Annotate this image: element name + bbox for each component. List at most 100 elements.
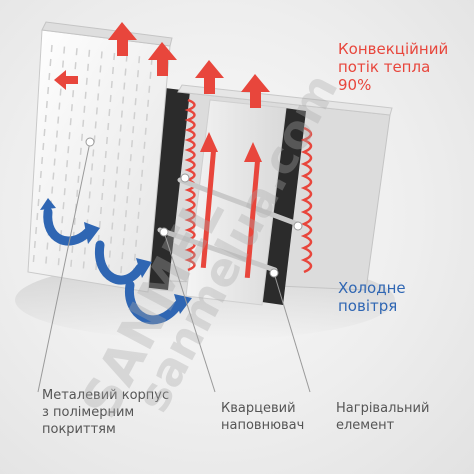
slot xyxy=(129,154,132,162)
slot xyxy=(122,96,125,104)
slot xyxy=(83,247,86,255)
slot xyxy=(76,189,79,197)
slot xyxy=(124,210,128,218)
slot xyxy=(86,63,90,71)
slot xyxy=(68,132,71,140)
slot xyxy=(135,84,138,92)
slot xyxy=(138,197,141,205)
slot xyxy=(92,149,95,157)
slot xyxy=(149,71,152,79)
slot xyxy=(70,259,73,267)
slot xyxy=(100,51,103,59)
slot xyxy=(35,226,38,235)
slot xyxy=(104,150,107,159)
slot xyxy=(82,261,85,269)
slot xyxy=(58,102,61,110)
slot xyxy=(67,146,70,154)
ventilation-slots xyxy=(32,44,153,275)
slot xyxy=(71,245,74,253)
leader-dots xyxy=(85,137,303,278)
slot xyxy=(45,256,48,264)
slot xyxy=(113,52,116,61)
slot xyxy=(61,216,64,224)
slot xyxy=(59,88,62,96)
slot xyxy=(130,140,134,148)
slot xyxy=(91,163,94,171)
slot xyxy=(57,258,60,266)
slot xyxy=(105,136,109,145)
slot xyxy=(126,196,129,204)
slot xyxy=(98,220,101,229)
slot xyxy=(136,225,139,233)
slot xyxy=(120,110,123,118)
slot xyxy=(102,178,105,187)
heating-element-panel xyxy=(262,108,313,305)
slot xyxy=(122,238,125,246)
slot xyxy=(121,252,124,260)
leader-lines xyxy=(37,141,311,393)
slot xyxy=(84,91,87,99)
slot xyxy=(78,161,81,169)
slot xyxy=(87,205,90,213)
slot xyxy=(138,56,141,64)
slot xyxy=(83,105,86,113)
slot xyxy=(39,170,42,179)
slot xyxy=(57,116,60,124)
slot xyxy=(88,191,91,199)
slot xyxy=(66,160,69,168)
slot xyxy=(42,142,45,151)
slot xyxy=(52,172,55,180)
slot xyxy=(108,250,111,258)
slot xyxy=(141,169,144,177)
slot xyxy=(137,211,140,219)
slot xyxy=(69,118,72,126)
slot xyxy=(143,141,146,149)
slot xyxy=(113,194,116,202)
slot xyxy=(58,244,61,252)
slot xyxy=(77,175,80,183)
slot xyxy=(73,217,76,225)
slot xyxy=(136,70,140,78)
slot xyxy=(135,239,138,247)
convection-arrow xyxy=(241,74,270,108)
slot xyxy=(49,58,52,67)
slot xyxy=(46,242,49,250)
slot xyxy=(41,156,44,165)
slot xyxy=(45,100,48,109)
slot xyxy=(37,198,40,207)
slot xyxy=(51,186,54,194)
slot xyxy=(108,108,111,117)
slot xyxy=(48,72,51,81)
cold-air-label: Холодне повітря xyxy=(338,279,406,315)
front-metal-panel xyxy=(27,21,173,293)
slot xyxy=(53,158,56,166)
slot xyxy=(61,60,65,68)
slot xyxy=(114,180,117,188)
slot xyxy=(89,177,92,185)
slot xyxy=(134,98,137,106)
slot xyxy=(98,79,101,87)
top-edge xyxy=(177,84,393,116)
slot xyxy=(50,44,53,53)
slot xyxy=(95,107,98,115)
slot xyxy=(38,184,41,193)
slot xyxy=(44,114,47,123)
convective-flow-label: Конвекційний потік тепла 90% xyxy=(338,40,449,94)
convection-arrow xyxy=(195,60,224,94)
slot xyxy=(111,66,115,75)
convection-arrow xyxy=(108,22,137,56)
metal-body-label: Металевий корпус з полімерним покриттям xyxy=(42,388,170,437)
slot xyxy=(74,62,77,70)
slot xyxy=(55,130,59,138)
slot xyxy=(123,82,126,90)
slot xyxy=(32,254,35,263)
slot xyxy=(94,121,97,129)
slot xyxy=(103,164,106,173)
slot xyxy=(79,147,82,155)
slot xyxy=(72,90,75,98)
slot xyxy=(133,253,136,261)
slot xyxy=(120,266,123,274)
slot xyxy=(64,174,67,182)
slot xyxy=(63,46,66,54)
